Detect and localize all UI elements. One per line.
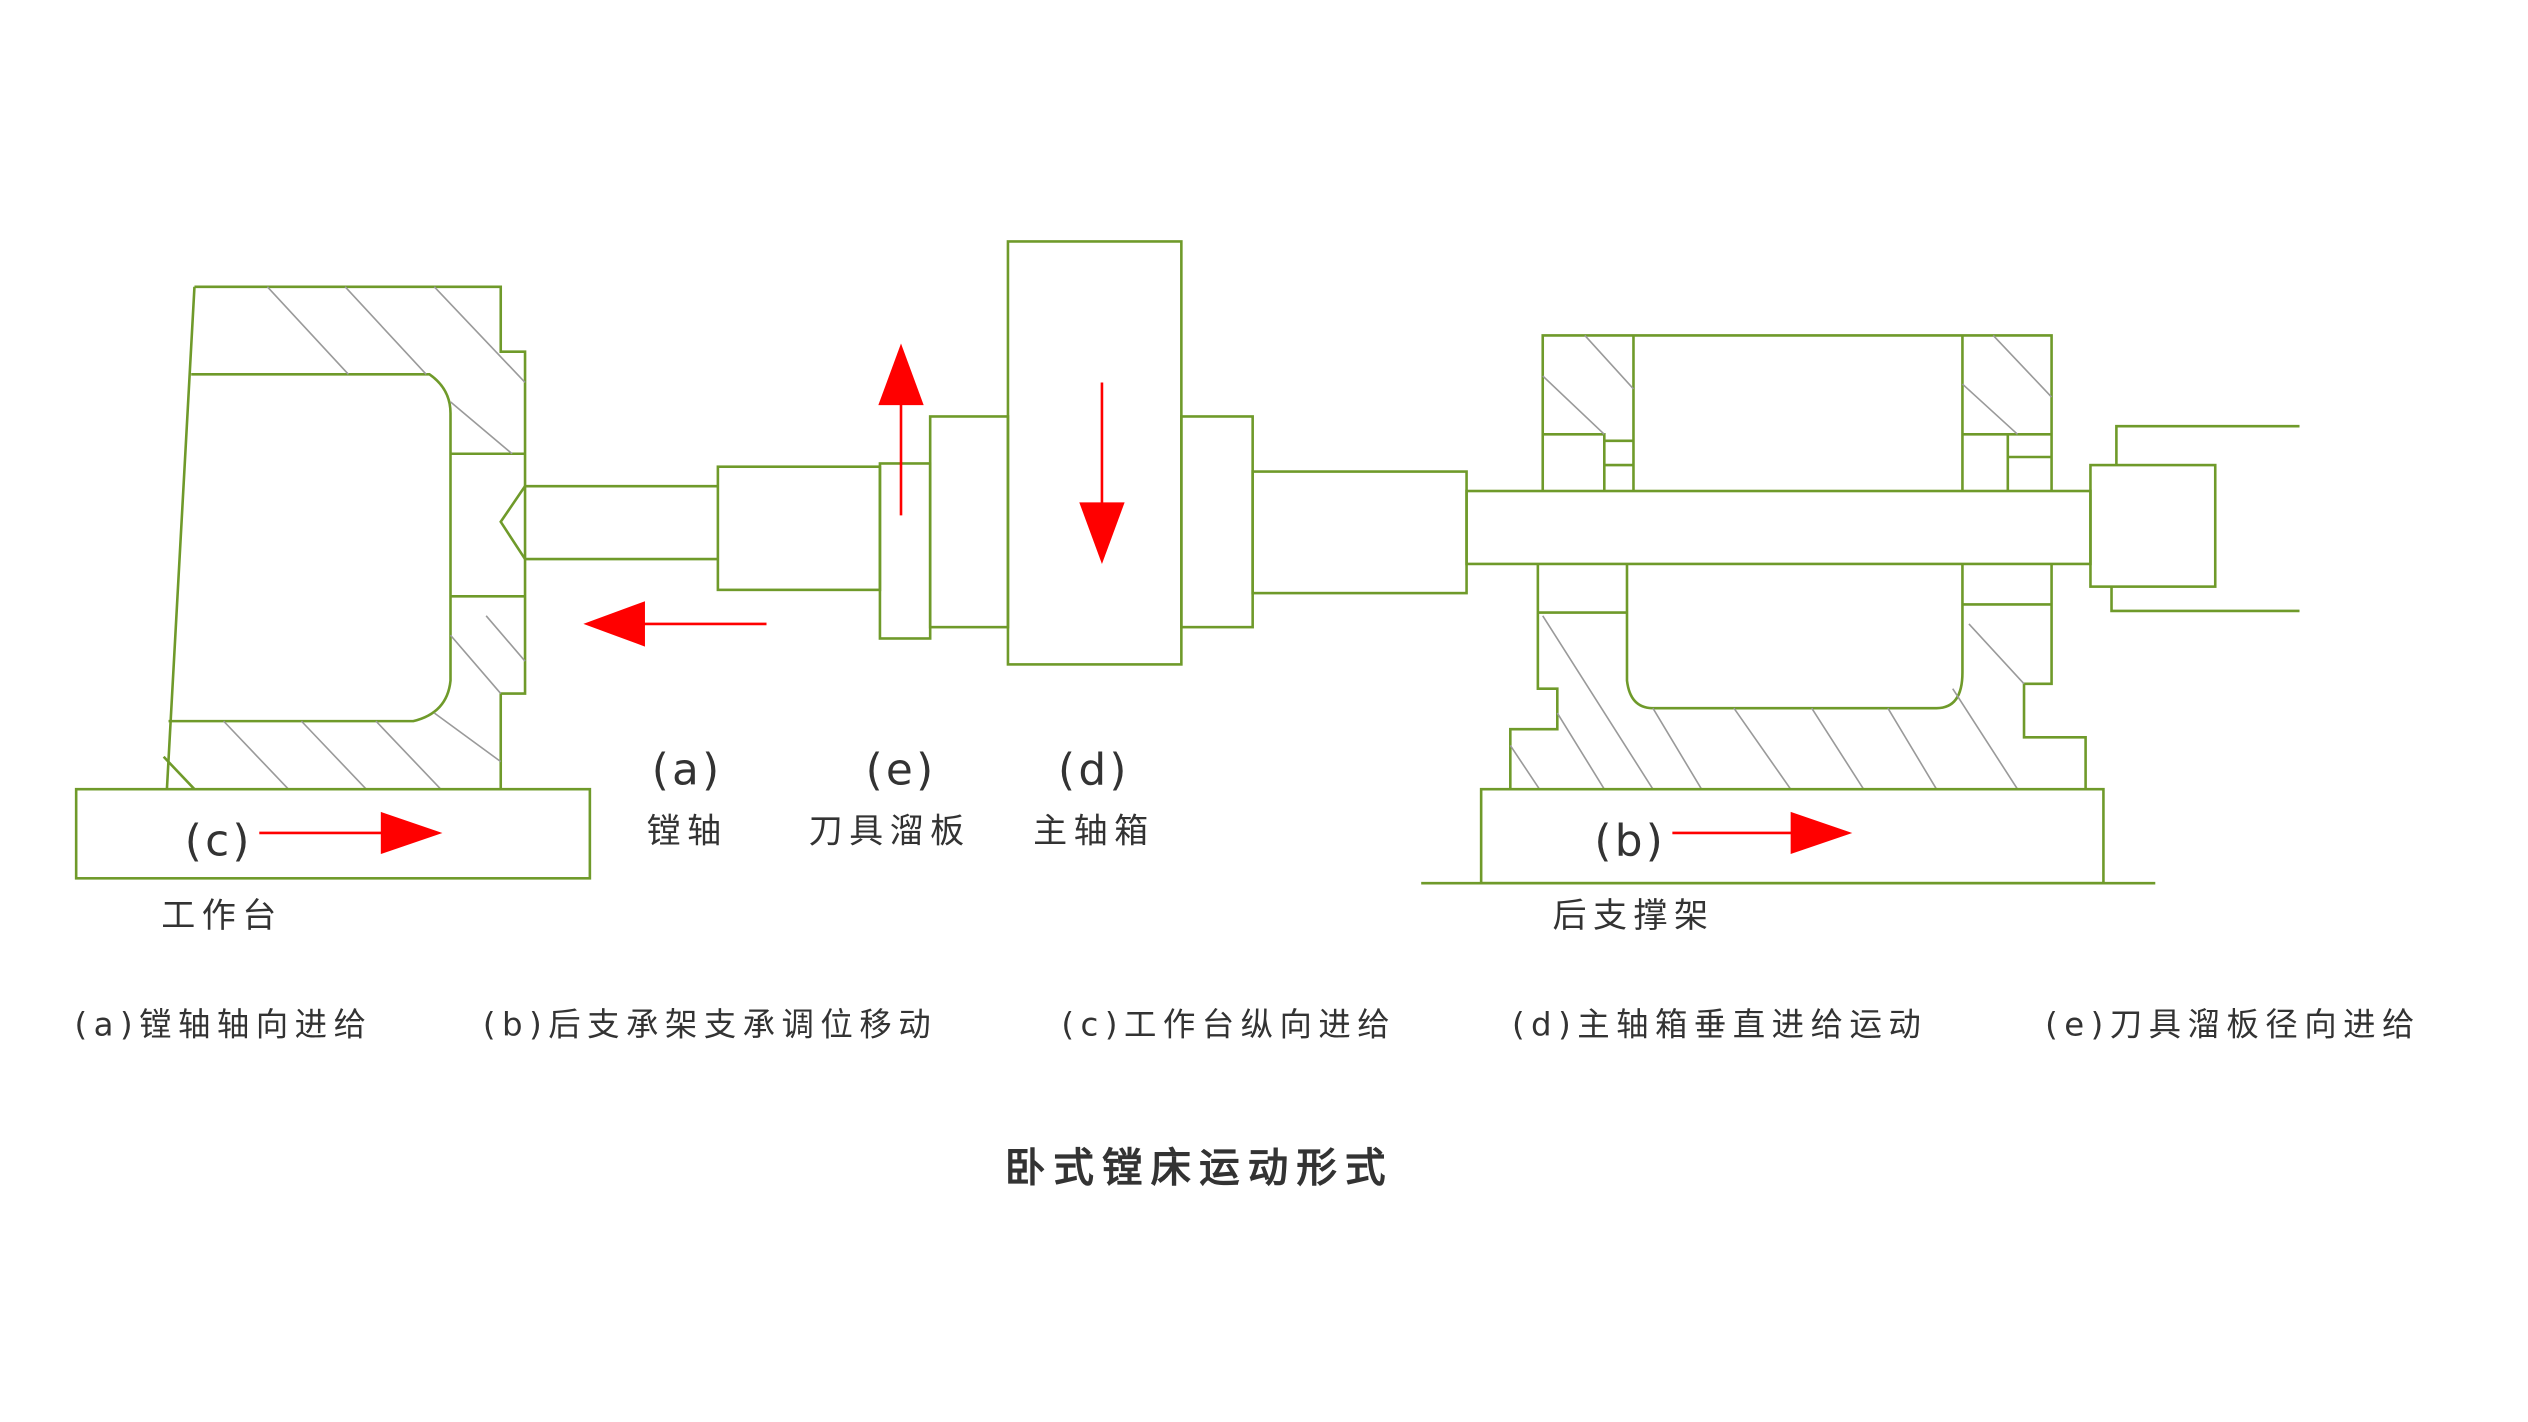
worktable-workpiece (162, 285, 527, 791)
label-e-tag: (e) (866, 744, 937, 795)
rear-support (1509, 334, 2087, 790)
caption-d: (d)主轴箱垂直进给运动 (1512, 1006, 1927, 1044)
arrow-a-left-icon (583, 601, 767, 647)
arrow-c-right-icon (259, 811, 443, 855)
label-b-name: 后支撑架 (1552, 896, 1714, 936)
boring-spindle (499, 240, 2300, 666)
label-c-name: 工作台 (161, 896, 283, 936)
arrow-d-down-icon (1079, 382, 1125, 564)
label-e-name: 刀具溜板 (809, 812, 971, 852)
label-c-tag: (c) (185, 816, 253, 867)
label-a-name: 镗轴 (647, 812, 728, 852)
worktable-base (74, 787, 592, 880)
arrow-e-up-icon (878, 343, 924, 516)
caption-c: (c)工作台纵向进给 (1061, 1006, 1396, 1044)
tool-slide (878, 462, 932, 640)
diagram-title: 卧式镗床运动形式 (1005, 1143, 1394, 1191)
arrow-b-right-icon (1672, 811, 1853, 855)
caption-e: (e)刀具溜板径向进给 (2045, 1006, 2421, 1044)
label-d-tag: (d) (1058, 744, 1130, 795)
caption-b: (b)后支承架支承调位移动 (483, 1006, 937, 1044)
headstock (1006, 240, 1183, 666)
caption-a: (a)镗轴轴向进给 (75, 1006, 373, 1044)
label-a-tag: (a) (652, 744, 723, 795)
label-d-name: 主轴箱 (1033, 812, 1155, 852)
label-b-tag: (b) (1594, 816, 1666, 867)
